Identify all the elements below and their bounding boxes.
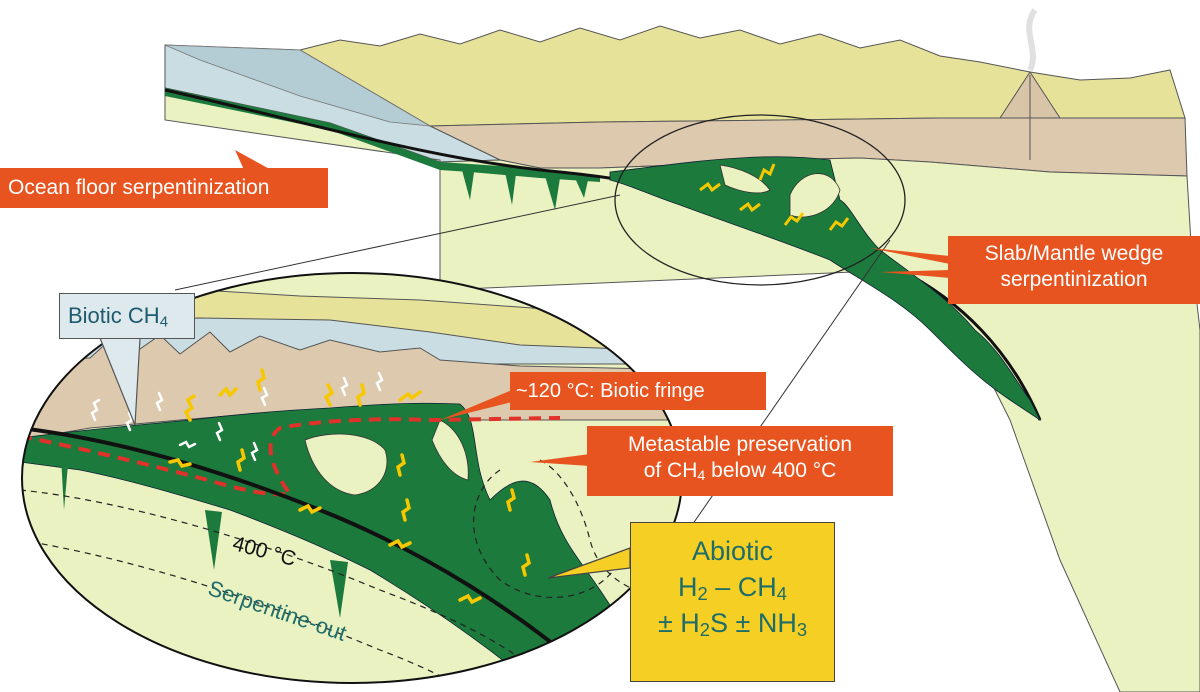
ocean-label-text: Ocean floor serpentinization — [8, 176, 270, 199]
meta-label-line2: of CH4 below 400 °C — [643, 459, 837, 485]
isotherm-lines — [22, 489, 561, 683]
biotic-fringe-label: ~120 °C: Biotic fringe — [510, 372, 766, 410]
fringe-label-text: ~120 °C: Biotic fringe — [516, 380, 705, 402]
zoom-region — [614, 114, 906, 286]
abiotic-gases-label: Abiotic H2 – CH4 ± H2S ± NH3 — [630, 522, 835, 682]
slab-callout-pointer-1 — [870, 248, 950, 264]
fringe-callout-pointer — [440, 390, 512, 420]
ocean-callout-pointer — [235, 150, 275, 172]
abiotic-migration-arrows — [168, 368, 531, 605]
meta-callout-pointer — [530, 454, 590, 466]
ocean-floor-serpentinization-label: Ocean floor serpentinization — [0, 168, 328, 208]
block-diagram — [164, 8, 1200, 692]
metastable-preservation-label: Metastable preservation of CH4 below 400… — [587, 426, 893, 496]
zoom-serpentinite — [22, 402, 651, 683]
abiotic-title: Abiotic — [691, 536, 774, 566]
slab-label-line2: serpentinization — [1000, 268, 1148, 291]
abiotic-line3: ± H2S ± NH3 — [657, 608, 808, 641]
slab-mantle-wedge-label: Slab/Mantle wedge serpentinization — [948, 236, 1200, 304]
zoom-subduction-interface — [22, 426, 612, 683]
slab-callout-pointer-2 — [880, 270, 950, 278]
callout-pointers — [99, 150, 950, 579]
meta-label-line1: Metastable preservation — [627, 433, 853, 456]
biotic-migration-arrows — [90, 371, 384, 462]
biotic-ch4-label: Biotic CH4 — [59, 293, 195, 339]
ocean-floor-serpentinite — [165, 88, 600, 182]
abiotic-line2: H2 – CH4 — [678, 572, 787, 605]
ocean-water-top — [164, 44, 431, 127]
slab-label-line1: Slab/Mantle wedge — [984, 242, 1164, 265]
